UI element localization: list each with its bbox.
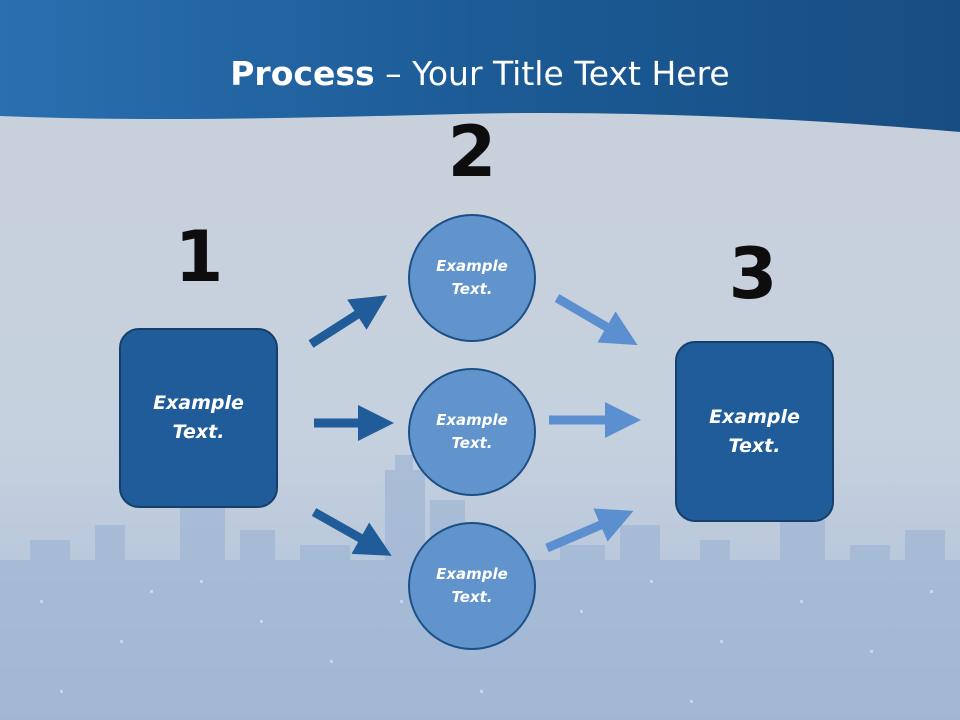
header-band [0, 0, 960, 132]
circle-bottom-label: Example Text. [436, 565, 508, 606]
slide-title: Process – Your Title Text Here [0, 52, 960, 96]
circle-middle: Example Text. [408, 368, 536, 496]
title-rest: – Your Title Text Here [374, 54, 730, 93]
arrow-top-to-right [554, 294, 638, 346]
arrow-bottom-to-right [545, 508, 634, 553]
circle-top-label: Example Text. [436, 257, 508, 298]
step-number-1: 1 [174, 216, 224, 298]
step-number-3: 3 [728, 233, 778, 315]
step-number-2: 2 [447, 111, 497, 193]
step-box-3-label: Example Text. [709, 405, 800, 457]
circle-middle-label: Example Text. [436, 411, 508, 452]
circle-top: Example Text. [408, 214, 536, 342]
arrow-left-to-bottom [311, 508, 392, 556]
circle-bottom: Example Text. [408, 522, 536, 650]
city-lights [40, 580, 933, 703]
title-bold: Process [230, 54, 375, 93]
arrow-left-to-top [308, 295, 388, 348]
step-box-1: Example Text. [119, 328, 278, 508]
step-box-3: Example Text. [675, 341, 834, 522]
step-box-1-label: Example Text. [153, 392, 244, 443]
